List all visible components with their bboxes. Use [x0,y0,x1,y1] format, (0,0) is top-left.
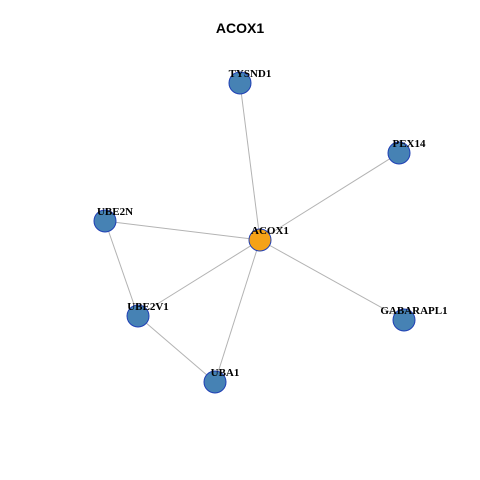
node-layer [93,71,416,394]
node-ube2n[interactable] [93,209,117,233]
edge-acox1-gabarapl1 [259,239,405,321]
edge-acox1-ube2v1 [137,239,261,317]
edge-layer [104,82,405,383]
edge-acox1-pex14 [259,152,400,241]
node-label-gabarapl1: GABARAPL1 [380,305,447,317]
node-uba1[interactable] [203,370,227,394]
node-acox1[interactable] [248,228,272,252]
node-label-ube2v1: UBE2V1 [127,301,169,313]
node-label-uba1: UBA1 [211,367,240,379]
node-tysnd1[interactable] [228,71,252,95]
node-label-tysnd1: TYSND1 [229,68,272,80]
edge-acox1-ube2n [104,220,261,241]
node-label-pex14: PEX14 [393,138,427,150]
node-label-acox1: ACOX1 [251,225,289,237]
node-pex14[interactable] [387,141,411,165]
node-ube2v1[interactable] [126,304,150,328]
node-gabarapl1[interactable] [392,308,416,332]
edge-acox1-tysnd1 [239,82,261,241]
node-label-ube2n: UBE2N [97,206,133,218]
edge-acox1-uba1 [214,239,261,383]
edge-ube2n-ube2v1 [104,220,139,317]
edge-ube2v1-uba1 [137,315,216,383]
graph-title: ACOX1 [215,20,265,36]
